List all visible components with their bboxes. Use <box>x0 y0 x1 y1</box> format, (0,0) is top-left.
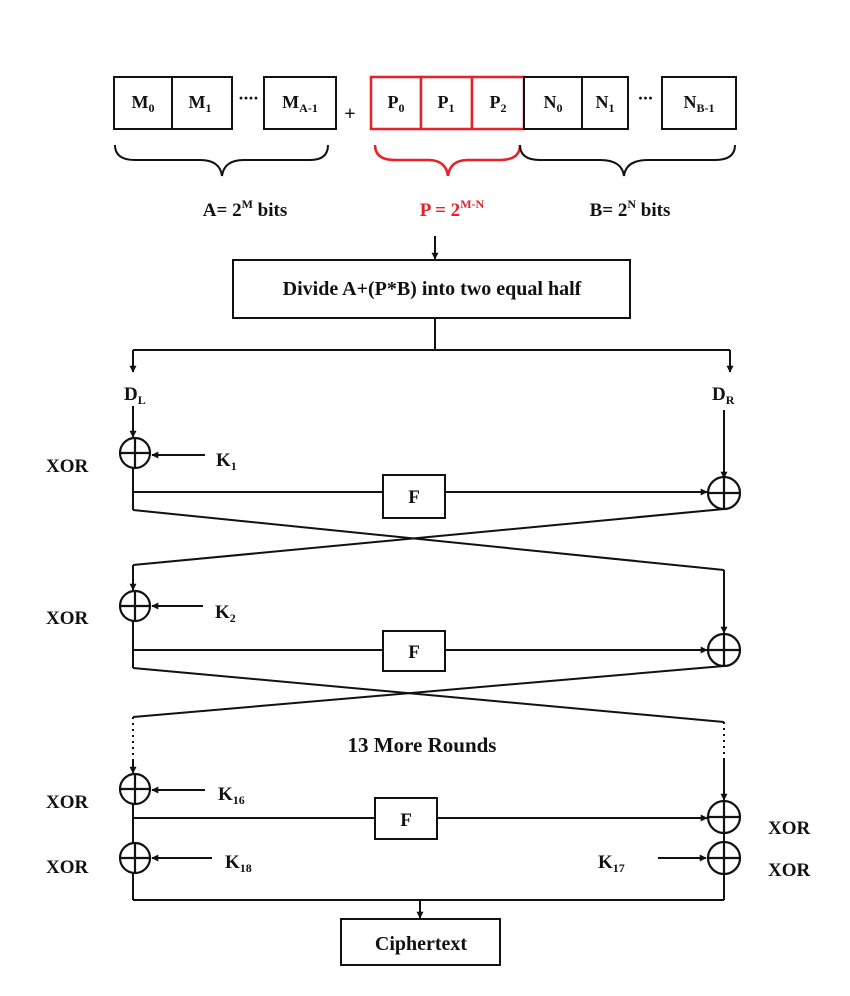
xor-node-r16-left <box>118 772 152 806</box>
xor-node-r1-right <box>706 475 742 511</box>
xor-label-r16-right: XOR <box>768 818 811 839</box>
k18-label: K18 <box>225 852 252 875</box>
ciphertext-box <box>340 918 501 966</box>
label-b: B= 2N bits <box>590 197 671 221</box>
label-p: P = 2M-N <box>420 197 485 221</box>
xor-label-r1: XOR <box>46 456 89 477</box>
divide-box-label: Divide A+(P*B) into two equal half <box>283 278 582 300</box>
k17-label: K17 <box>598 852 625 875</box>
f-label-r1: F <box>408 487 420 508</box>
block-m1-label: M1 <box>189 92 212 115</box>
n-blocks: N0 N1 ··· NB-1 <box>523 76 737 130</box>
n-ellipsis: ··· <box>637 88 652 108</box>
cross1-b <box>132 508 725 566</box>
left-half-label: DL <box>124 384 146 407</box>
brace-b <box>519 144 736 177</box>
block-p0-label: P0 <box>388 92 405 115</box>
block-n1 <box>581 76 629 130</box>
f-box-r2 <box>382 630 446 672</box>
brace-a <box>114 144 329 177</box>
block-m1 <box>171 76 233 130</box>
block-ma1 <box>263 76 337 130</box>
padding-blocks: P0 P1 P2 <box>369 75 526 131</box>
xor-label-k18: XOR <box>46 857 89 878</box>
divide-box <box>232 259 631 319</box>
message-blocks: M0 M1 ···· MA-1 <box>113 76 337 130</box>
right-half-label: DR <box>712 384 735 407</box>
xor-label-r16: XOR <box>46 792 89 813</box>
block-p1-label: P1 <box>438 92 455 115</box>
f-label-r2: F <box>408 642 420 663</box>
f-box-r1 <box>382 474 446 519</box>
cross1-a <box>132 509 725 571</box>
block-m0-label: M0 <box>132 92 155 115</box>
xor-label-r2: XOR <box>46 608 89 629</box>
xor-node-k17 <box>706 840 742 876</box>
plus-sign: + <box>344 103 355 125</box>
xor-node-r2-left <box>118 589 152 623</box>
block-p2-label: P2 <box>490 92 507 115</box>
brace-p <box>373 144 522 177</box>
xor-node-k18 <box>118 841 152 875</box>
xor-node-r16-right <box>706 799 742 835</box>
k16-label: K16 <box>218 784 245 807</box>
cross2-b <box>132 665 725 718</box>
k2-label: K2 <box>215 602 236 625</box>
message-ellipsis: ···· <box>238 88 258 108</box>
label-a: A= 2M bits <box>203 197 287 221</box>
block-p1 <box>419 75 474 131</box>
ciphertext-label: Ciphertext <box>375 933 468 955</box>
f-label-r16: F <box>400 810 412 831</box>
block-ma1-label: MA-1 <box>282 92 318 115</box>
cross2-a <box>132 667 725 723</box>
xor-label-k17: XOR <box>768 860 811 881</box>
block-p0 <box>369 75 423 131</box>
xor-node-r2-right <box>706 632 742 668</box>
block-nb1-label: NB-1 <box>684 92 715 115</box>
more-rounds-label: 13 More Rounds <box>348 733 497 757</box>
block-nb1 <box>661 76 737 130</box>
xor-node-r1-left <box>118 436 152 470</box>
block-n1-label: N1 <box>596 92 615 115</box>
k1-label: K1 <box>216 450 237 473</box>
block-m0 <box>113 76 173 130</box>
block-n0-label: N0 <box>544 92 563 115</box>
